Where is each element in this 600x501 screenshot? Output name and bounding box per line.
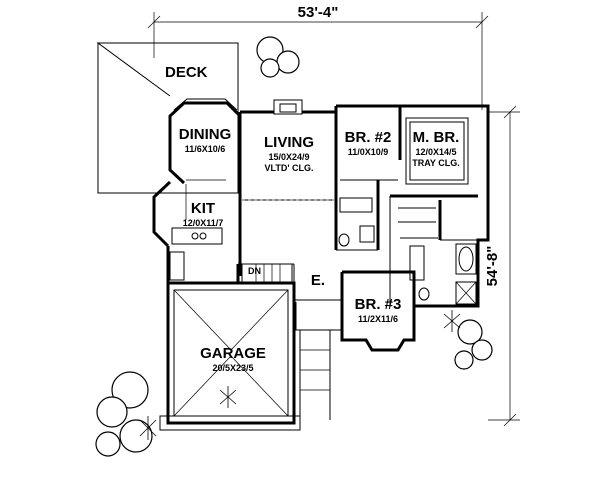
living-label: LIVING xyxy=(264,134,314,151)
width-dimension-label: 53'-4" xyxy=(298,4,339,21)
br3-size: 11/2X11/6 xyxy=(358,314,398,324)
right-dimension: 54'-8" xyxy=(484,105,520,427)
living-size: 15/0X24/9 xyxy=(268,152,309,162)
living-note: VLTD' CLG. xyxy=(265,163,314,173)
garage-walls xyxy=(159,281,301,431)
mbr-note: TRAY CLG. xyxy=(412,158,460,168)
dining-size: 11/6X10/6 xyxy=(185,144,226,154)
tray-ceiling xyxy=(405,117,469,185)
range-icon xyxy=(169,251,185,281)
mbr-size: 12/0X14/5 xyxy=(415,147,456,157)
shrub-icon xyxy=(139,310,461,440)
stair: DN xyxy=(241,263,293,285)
mbr-label: M. BR. xyxy=(413,129,460,146)
dining-label: DINING xyxy=(179,126,232,143)
br2-label: BR. #2 xyxy=(345,129,392,146)
entry-label: E. xyxy=(311,272,325,289)
kitchen-bay xyxy=(152,179,238,285)
bedroom-3-walls xyxy=(340,270,416,352)
kitchen-island xyxy=(171,227,223,245)
bathtub-icon xyxy=(339,197,373,213)
master-vanity-icon xyxy=(409,245,425,281)
stair-label: DN xyxy=(248,266,261,276)
toilet-icon xyxy=(338,233,350,247)
br3-label: BR. #3 xyxy=(355,296,402,313)
tree-icon xyxy=(95,36,493,457)
br2-size: 11/0X10/9 xyxy=(348,147,389,157)
kit-size: 12/0X11/7 xyxy=(183,218,224,228)
sink-icon xyxy=(191,232,199,240)
dining-bay xyxy=(168,98,242,185)
porch-walk xyxy=(295,302,342,420)
garage-size: 20/5X23/5 xyxy=(212,363,253,373)
deck-label: DECK xyxy=(165,64,208,81)
fireplace-icon xyxy=(273,99,303,115)
kit-label: KIT xyxy=(191,200,215,217)
garage-label: GARAGE xyxy=(200,345,266,362)
interior-walls xyxy=(238,106,478,306)
bath-fixtures xyxy=(338,197,477,305)
vanity-icon xyxy=(359,225,375,243)
depth-dimension-label: 54'-8" xyxy=(484,246,501,287)
top-dimension: 53'-4" xyxy=(147,4,489,110)
garage-door xyxy=(159,415,301,431)
